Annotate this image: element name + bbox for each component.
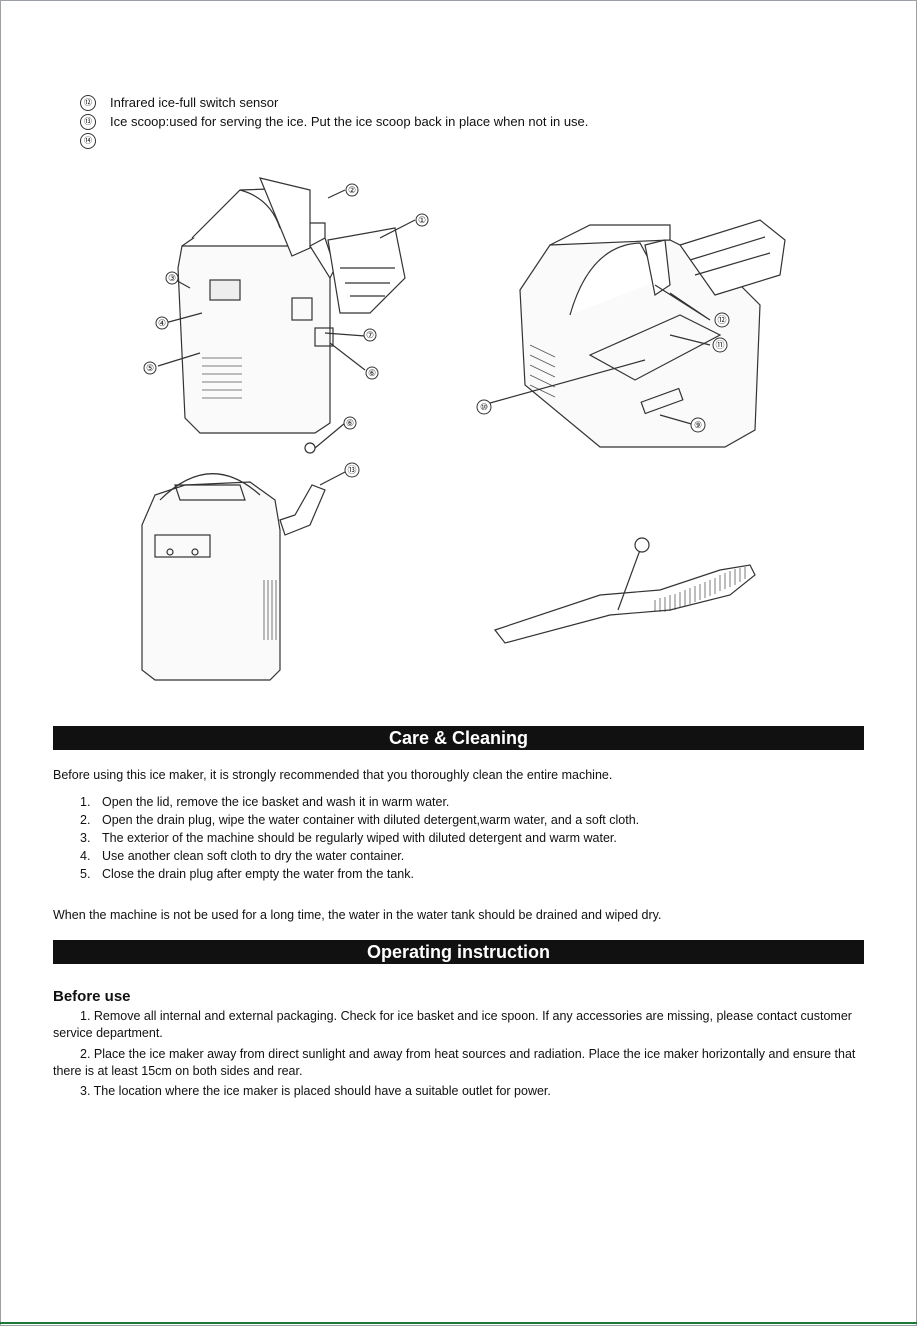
figure-callout: ③ bbox=[168, 273, 176, 283]
figure-callout: ① bbox=[418, 215, 426, 225]
page-bottom-rule bbox=[0, 1322, 917, 1324]
care-step: 4.Use another clean soft cloth to dry th… bbox=[80, 849, 405, 863]
care-step: 5.Close the drain plug after empty the w… bbox=[80, 867, 414, 881]
care-step: 1.Open the lid, remove the ice basket an… bbox=[80, 795, 450, 809]
operating-instruction-header: Operating instruction bbox=[53, 940, 864, 964]
part-item-12: ⑫ Infrared ice-full switch sensor bbox=[80, 93, 588, 112]
long-term-storage-note: When the machine is not be used for a lo… bbox=[53, 908, 662, 922]
figure-callout: ⑤ bbox=[146, 363, 154, 373]
part-text: Infrared ice-full switch sensor bbox=[110, 95, 279, 110]
ice-maker-exploded-illustration: ② ① ③ ④ ⑤ ⑦ ⑥ ⑥ bbox=[143, 177, 429, 454]
parts-list: ⑫ Infrared ice-full switch sensor ⑬ Ice … bbox=[80, 93, 588, 150]
care-step: 3.The exterior of the machine should be … bbox=[80, 831, 617, 845]
before-use-step: 3. The location where the ice maker is p… bbox=[80, 1084, 551, 1098]
care-cleaning-header: Care & Cleaning bbox=[53, 726, 864, 750]
cleaning-brush-illustration bbox=[494, 537, 756, 644]
part-number: ⑫ bbox=[80, 94, 96, 111]
figure-callout: ⑨ bbox=[694, 420, 702, 430]
ice-maker-sensor-illustration: ⑫ ⑪ ⑩ ⑨ bbox=[476, 219, 786, 448]
part-item-14: ⑭ bbox=[80, 131, 588, 150]
figure-callout: ⑦ bbox=[366, 330, 374, 340]
illustrations: ② ① ③ ④ ⑤ ⑦ ⑥ ⑥ ⑫ ⑪ ⑩ bbox=[0, 160, 917, 690]
part-number: ⑬ bbox=[80, 113, 96, 130]
figure-callout: ② bbox=[348, 185, 356, 195]
figure-callout: ⑥ bbox=[368, 368, 376, 378]
part-number: ⑭ bbox=[80, 132, 96, 149]
figure-callout: ⑫ bbox=[717, 315, 726, 325]
care-intro: Before using this ice maker, it is stron… bbox=[53, 768, 613, 782]
figure-callout: ⑬ bbox=[347, 465, 356, 475]
figure-callout: ⑥ bbox=[346, 418, 354, 428]
part-item-13: ⑬ Ice scoop:used for serving the ice. Pu… bbox=[80, 112, 588, 131]
ice-maker-closed-illustration: ⑬ bbox=[141, 462, 360, 681]
part-text: Ice scoop:used for serving the ice. Put … bbox=[110, 114, 589, 129]
figure-callout: ④ bbox=[158, 318, 166, 328]
figure-callout: ⑪ bbox=[715, 340, 724, 350]
before-use-step: 2. Place the ice maker away from direct … bbox=[53, 1047, 856, 1078]
before-use-heading: Before use bbox=[53, 988, 131, 1005]
before-use-step: 1. Remove all internal and external pack… bbox=[53, 1009, 852, 1040]
figure-callout: ⑩ bbox=[480, 402, 488, 412]
care-step: 2.Open the drain plug, wipe the water co… bbox=[80, 813, 640, 827]
